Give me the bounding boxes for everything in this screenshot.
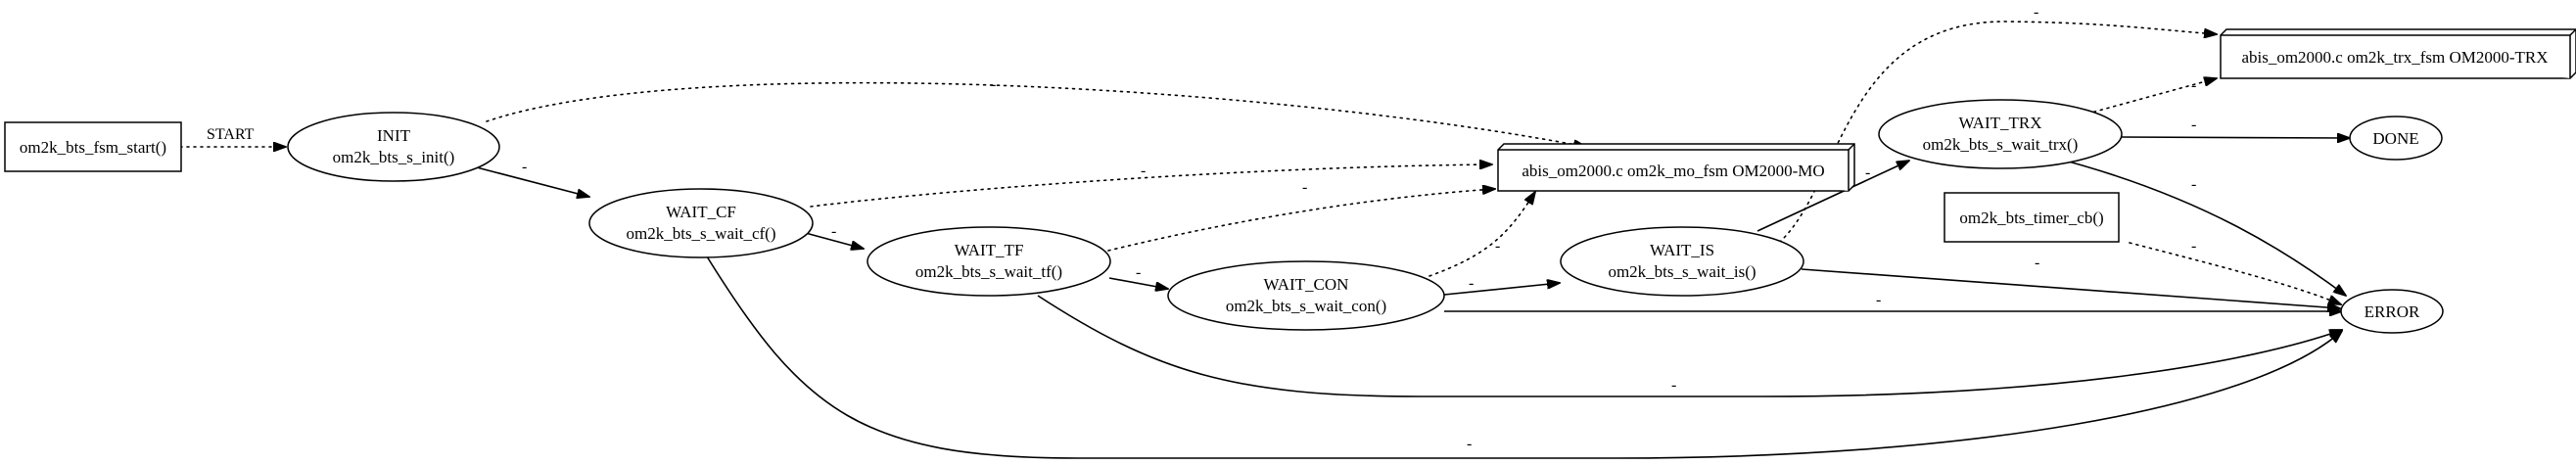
edge-label-wait-con-error: - xyxy=(1876,292,1881,308)
node-wait-tf-fn: om2k_bts_s_wait_tf() xyxy=(915,262,1062,281)
edge-label-wait-con-mo: - xyxy=(1495,238,1500,255)
edge-label-wait-is-wait-trx: - xyxy=(1865,164,1870,181)
edge-wait-tf-to-mo xyxy=(1107,189,1495,252)
edge-timer-cb-to-error xyxy=(2129,242,2341,304)
node-wait-trx-fn: om2k_bts_s_wait_trx() xyxy=(1923,135,2079,154)
edge-label-wait-tf-mo: - xyxy=(1302,179,1307,196)
edge-label-wait-trx-error: - xyxy=(2191,176,2196,193)
node-trx-fsm-label: abis_om2000.c om2k_trx_fsm OM2000-TRX xyxy=(2241,48,2548,67)
node-wait-is-state: WAIT_IS xyxy=(1650,241,1714,259)
edge-wait-con-to-wait-is xyxy=(1443,283,1560,296)
edge-init-to-wait-cf xyxy=(472,165,589,197)
edges: START - - - - - - - - - - - xyxy=(179,4,2350,459)
node-init: INIT om2k_bts_s_init() xyxy=(287,112,500,182)
edge-wait-cf-to-wait-tf xyxy=(801,231,864,249)
node-fsm-start: om2k_bts_fsm_start() xyxy=(4,121,182,172)
edge-label-timer-cb-error: - xyxy=(2191,238,2196,255)
edge-wait-tf-to-error xyxy=(1037,295,2342,397)
node-wait-tf: WAIT_TF om2k_bts_s_wait_tf() xyxy=(866,226,1111,297)
edge-wait-is-to-error xyxy=(1801,268,2340,308)
node-wait-is: WAIT_IS om2k_bts_s_wait_is() xyxy=(1560,226,1804,297)
edge-wait-trx-to-done xyxy=(2119,137,2350,138)
node-wait-is-fn: om2k_bts_s_wait_is() xyxy=(1608,262,1756,281)
edge-wait-con-to-mo xyxy=(1429,192,1535,277)
node-init-state: INIT xyxy=(377,126,411,145)
node-done: DONE xyxy=(2349,116,2443,161)
edge-label-init-mo: - xyxy=(991,76,996,93)
node-wait-con: WAIT_CON om2k_bts_s_wait_con() xyxy=(1167,260,1445,331)
edge-wait-tf-to-wait-con xyxy=(1108,277,1168,289)
edge-wait-cf-to-error xyxy=(706,256,2342,459)
nodes: om2k_bts_fsm_start() INIT om2k_bts_s_ini… xyxy=(4,28,2576,334)
node-timer-cb-label: om2k_bts_timer_cb() xyxy=(1959,209,2103,227)
node-wait-trx: WAIT_TRX om2k_bts_s_wait_trx() xyxy=(1878,99,2123,169)
edge-wait-trx-to-error xyxy=(2049,156,2346,296)
edge-label-wait-cf-mo: - xyxy=(1141,163,1146,179)
edge-label-wait-cf-wait-tf: - xyxy=(831,223,836,240)
edge-label-wait-con-wait-is: - xyxy=(1469,275,1474,292)
edge-label-init-wait-cf: - xyxy=(522,159,527,175)
node-error-label: ERROR xyxy=(2365,302,2420,321)
node-mo-fsm-label: abis_om2000.c om2k_mo_fsm OM2000-MO xyxy=(1522,162,1824,180)
edge-wait-is-to-wait-trx xyxy=(1756,161,1909,232)
edge-init-to-mo xyxy=(486,81,1586,147)
edge-label-wait-tf-wait-con: - xyxy=(1136,264,1141,281)
edge-label-wait-cf-error: - xyxy=(1467,436,1472,452)
node-error: ERROR xyxy=(2340,289,2444,334)
node-wait-cf-fn: om2k_bts_s_wait_cf() xyxy=(627,224,776,243)
edge-label-start: START xyxy=(207,126,255,143)
edge-wait-cf-to-mo xyxy=(810,164,1492,208)
edge-label-wait-trx-trx-fsm: - xyxy=(2191,77,2196,94)
node-wait-cf-state: WAIT_CF xyxy=(666,203,736,221)
node-wait-con-fn: om2k_bts_s_wait_con() xyxy=(1226,297,1386,315)
node-wait-tf-state: WAIT_TF xyxy=(955,241,1024,259)
edge-wait-trx-to-trx-fsm xyxy=(2080,78,2217,116)
node-timer-cb: om2k_bts_timer_cb() xyxy=(1944,192,2120,243)
node-wait-con-state: WAIT_CON xyxy=(1264,275,1349,294)
node-fsm-start-label: om2k_bts_fsm_start() xyxy=(20,138,166,157)
node-mo-fsm: abis_om2000.c om2k_mo_fsm OM2000-MO xyxy=(1497,143,1855,192)
node-init-fn: om2k_bts_s_init() xyxy=(333,148,455,166)
edge-label-wait-trx-done: - xyxy=(2191,116,2196,133)
node-done-label: DONE xyxy=(2372,129,2418,148)
node-trx-fsm: abis_om2000.c om2k_trx_fsm OM2000-TRX xyxy=(2220,28,2576,79)
edge-label-wait-is-error: - xyxy=(2035,255,2039,271)
node-wait-cf: WAIT_CF om2k_bts_s_wait_cf() xyxy=(588,188,814,258)
node-wait-trx-state: WAIT_TRX xyxy=(1959,114,2042,132)
edge-label-wait-is-trx-fsm: - xyxy=(2034,4,2038,21)
edge-label-wait-tf-error: - xyxy=(1671,377,1676,394)
